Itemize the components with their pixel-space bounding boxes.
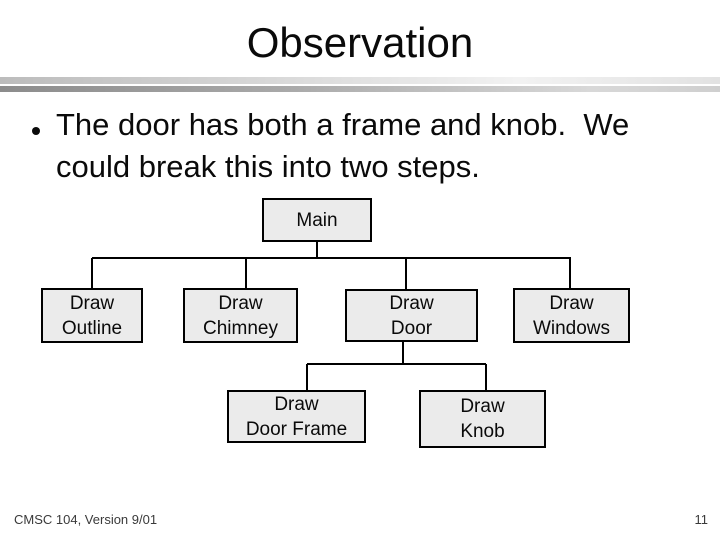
- diagram-node-draw-knob: Draw Knob: [419, 390, 546, 448]
- page-title: Observation: [246, 19, 474, 66]
- diagram-node-main: Main: [262, 198, 372, 242]
- diagram-node-draw-windows: Draw Windows: [513, 288, 630, 343]
- bullet-text-line-1: The door has both a frame and knob. We: [56, 107, 630, 142]
- diagram-node-draw-door: Draw Door: [345, 289, 478, 342]
- divider-bar-top: [0, 77, 720, 84]
- page-number: 11: [694, 512, 709, 527]
- diagram-node-draw-door-frame: Draw Door Frame: [227, 390, 366, 443]
- footer-course-label: CMSC 104, Version 9/01: [14, 512, 158, 527]
- divider-bar-bottom: [0, 86, 720, 92]
- diagram-node-draw-chimney: Draw Chimney: [183, 288, 298, 343]
- diagram-node-draw-outline: Draw Outline: [41, 288, 143, 343]
- bullet-text: The door has both a frame and knob. We c…: [56, 104, 690, 188]
- bullet-icon: [32, 127, 40, 135]
- bullet-item: The door has both a frame and knob. We c…: [30, 104, 690, 188]
- bullet-text-line-2: could break this into two steps.: [56, 149, 480, 184]
